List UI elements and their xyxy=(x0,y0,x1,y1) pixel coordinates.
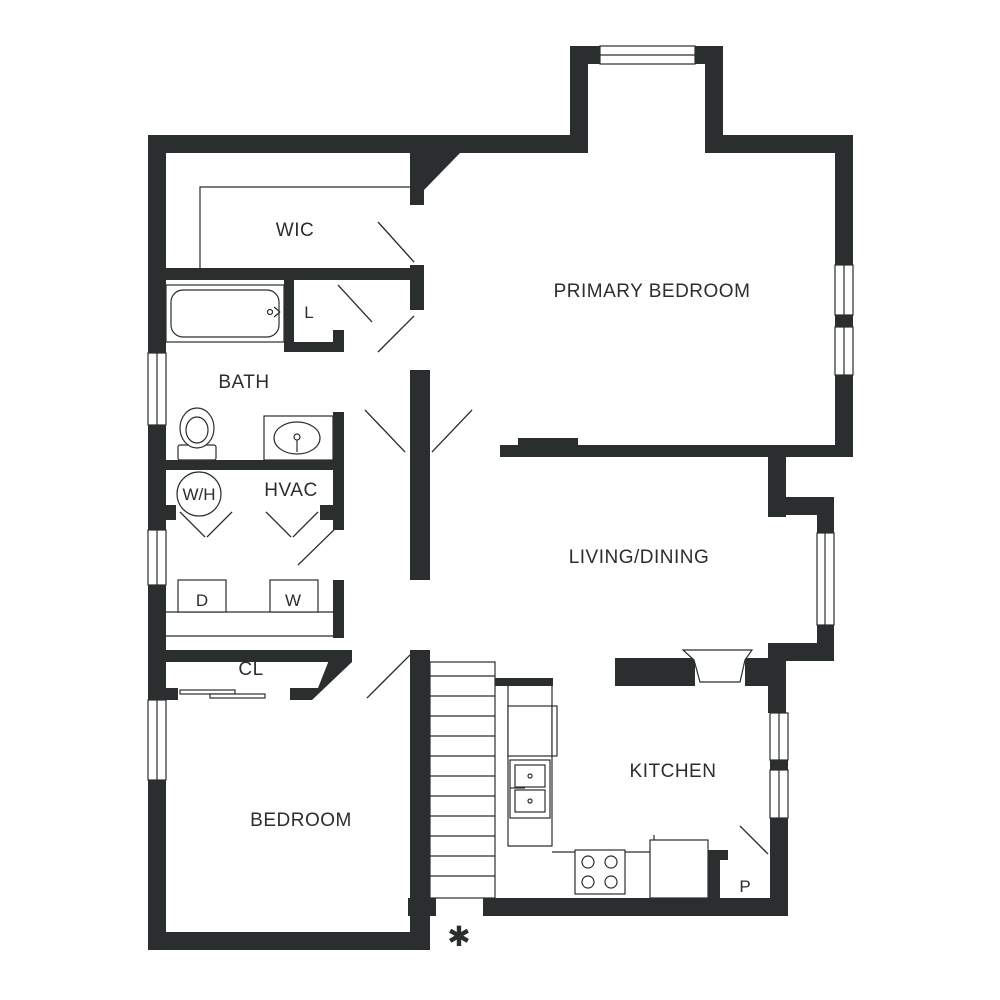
bathtub xyxy=(165,284,285,343)
room-label-kitchen: KITCHEN xyxy=(630,761,717,782)
room-label-closet: CL xyxy=(238,659,263,680)
toilet xyxy=(177,407,217,461)
doors xyxy=(179,221,769,855)
fixture-label-washer: W xyxy=(285,591,301,610)
pantry xyxy=(708,850,728,898)
room-label-living-dining: LIVING/DINING xyxy=(569,547,710,568)
room-label-bath: BATH xyxy=(218,372,269,393)
room-label-primary-bedroom: PRIMARY BEDROOM xyxy=(554,281,751,302)
fixture-label-dryer: D xyxy=(196,591,208,610)
water-heater xyxy=(176,471,222,517)
fixture-label-pantry: P xyxy=(739,877,750,896)
windows xyxy=(147,45,854,819)
stairs xyxy=(429,661,496,899)
sink xyxy=(263,415,334,461)
kitchen-counters xyxy=(507,686,709,899)
laundry-appliances xyxy=(177,579,319,613)
room-label-wic: WIC xyxy=(276,220,314,241)
asterisk-icon: ✱ xyxy=(447,920,470,953)
room-label-bedroom: BEDROOM xyxy=(250,810,352,831)
fixture-label-water-heater: W/H xyxy=(182,485,215,504)
room-label-hvac: HVAC xyxy=(264,480,317,501)
fixture-label-linen: L xyxy=(304,303,313,322)
fireplace xyxy=(681,649,754,683)
walls xyxy=(148,46,853,950)
